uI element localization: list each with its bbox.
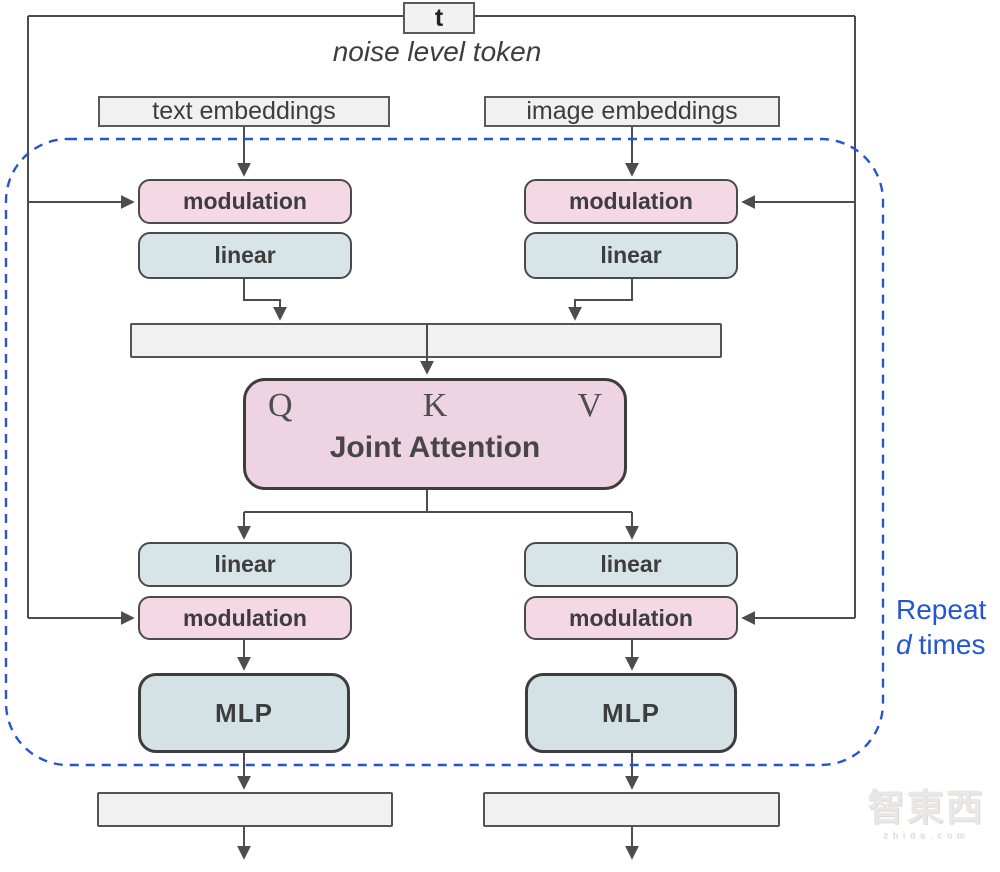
v-label: V	[577, 387, 602, 424]
watermark: 智東西 zhida.com	[856, 787, 996, 841]
noise-token-symbol: t	[434, 3, 444, 32]
linear-box-image-bottom: linear	[524, 542, 738, 587]
text-output-bar	[97, 792, 393, 827]
attention-output-split-line	[244, 490, 632, 513]
joint-attention-title: Joint Attention	[329, 431, 541, 464]
noise-token-box: t	[403, 2, 475, 34]
text-embeddings-label: text embeddings	[152, 97, 336, 125]
modulation-label: modulation	[569, 604, 693, 631]
modulation-box-text-top: modulation	[138, 179, 352, 224]
concat-token-bar	[130, 323, 722, 358]
watermark-logo: 智東西	[867, 787, 985, 828]
modulation-box-image-bottom: modulation	[524, 596, 738, 640]
mlp-label: MLP	[215, 697, 273, 728]
qkv-row: Q K V	[246, 381, 624, 423]
text-embeddings-box: text embeddings	[98, 96, 390, 127]
modulation-label: modulation	[569, 188, 693, 214]
mlp-box-image: MLP	[525, 673, 737, 753]
linear-label: linear	[214, 242, 276, 268]
modulation-box-text-bottom: modulation	[138, 596, 352, 640]
linear-label: linear	[600, 551, 662, 577]
noise-token-caption: noise level token	[332, 36, 542, 67]
image-output-bar	[483, 792, 780, 827]
repeat-note-word: Repeat	[896, 594, 987, 625]
arrow-right-linear-to-concat	[568, 279, 633, 321]
repeat-note-suffix: times	[918, 629, 986, 660]
linear-label: linear	[600, 242, 662, 268]
linear-box-text-bottom: linear	[138, 542, 352, 587]
watermark-domain: zhida.com	[882, 830, 970, 840]
modulation-box-image-top: modulation	[524, 179, 738, 224]
image-embeddings-label: image embeddings	[526, 97, 738, 125]
q-label: Q	[268, 387, 293, 424]
joint-attention-box: Q K V Joint Attention	[243, 378, 627, 490]
linear-box-image-top: linear	[524, 232, 738, 279]
k-label: K	[422, 387, 448, 424]
modulation-label: modulation	[183, 188, 307, 214]
image-embeddings-box: image embeddings	[484, 96, 780, 127]
mlp-label: MLP	[602, 697, 660, 728]
mlp-box-text: MLP	[138, 673, 350, 753]
arrow-left-linear-to-concat	[243, 279, 287, 321]
linear-box-text-top: linear	[138, 232, 352, 279]
modulation-label: modulation	[183, 604, 307, 631]
linear-label: linear	[214, 551, 276, 577]
repeat-note-variable: d	[896, 629, 912, 660]
